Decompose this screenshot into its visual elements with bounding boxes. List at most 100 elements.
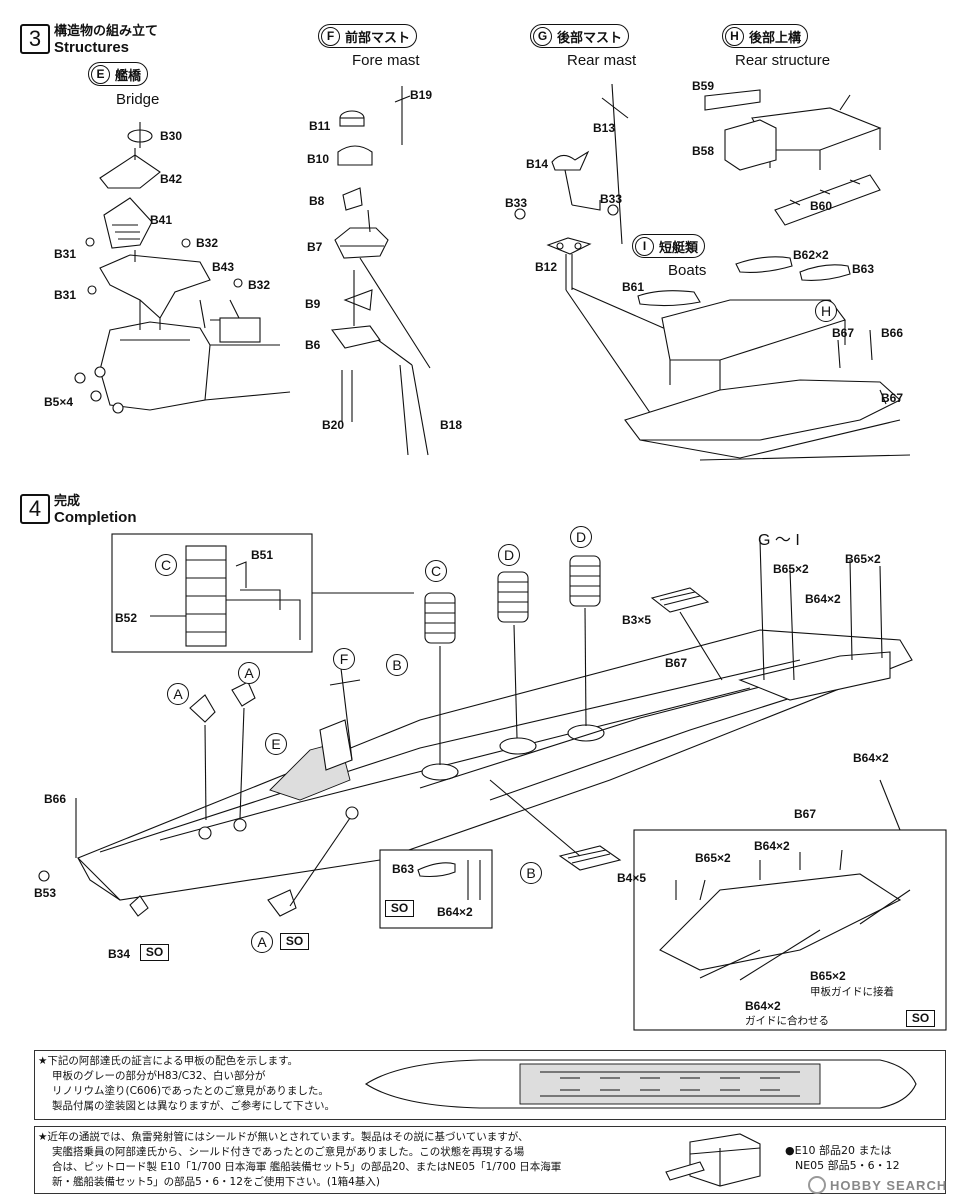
rear-mast-tag: G 後部マスト [530,24,630,48]
stern-detail-inset-drawing [633,779,947,1031]
part-label: B67 [832,326,855,340]
part-label: B61 [622,280,645,294]
letter-b-circle: B [386,654,408,676]
part-label: B41 [150,213,173,227]
part-label: B8 [309,194,325,208]
rear-mast-letter: G [533,26,552,46]
note-box-torpedo-shield [34,1126,946,1194]
part-label: B42 [160,172,183,186]
part-label: B13 [593,121,616,135]
fore-mast-letter: F [321,26,340,46]
part-label: B10 [307,152,330,166]
part-label: B18 [440,418,463,432]
deck-parts-drawing [489,587,723,871]
part-label: B63 [852,262,875,276]
ref-h-circle: H [815,300,837,322]
part-label: B65×2 [695,851,731,865]
hobby-search-logo-icon [808,1176,826,1194]
rear-mast-caption: Rear mast [567,52,637,69]
part-label: B3×5 [622,613,652,627]
part-label: B67 [665,656,688,670]
letter-d-circle: D [570,526,592,548]
part-label: B53 [34,886,57,900]
letter-a-circle: A [251,931,273,953]
note1-line: 甲板のグレーの部分がH83/C32、白い部分が [52,1070,266,1082]
part-label: B20 [322,418,345,432]
note1-line: 製品付属の塗装図とは異なりますが、ご参考にして下さい。 [52,1100,335,1112]
rear-mast-drawing [514,83,669,421]
step4-title-en: Completion [54,509,137,526]
inset-note-deck-guide: 甲板ガイドに接着 [810,986,894,998]
part-label: B30 [160,129,183,143]
step3-number: 3 [20,24,50,54]
step3-title-jp: 構造物の組み立て [54,24,159,39]
part-label: B31 [54,288,77,302]
bow-parts-drawing [38,798,149,917]
part-label: B63 [392,862,415,876]
letter-c-circle: C [425,560,447,582]
part-label: B66 [44,792,67,806]
gun-turrets-drawing [189,681,351,917]
watermark-text: HOBBY SEARCH [830,1177,948,1193]
part-label: B64×2 [853,751,889,765]
part-label: B14 [526,157,549,171]
boats-tag: I 短艇類 [632,234,706,258]
fore-mast-caption: Fore mast [352,52,420,69]
letter-a-circle: A [167,683,189,705]
part-label: B33 [600,192,623,206]
rear-structure-caption: Rear structure [735,52,831,69]
so-badge: SO [140,944,169,961]
part-label: B5×4 [44,395,74,409]
part-label: B7 [307,240,323,254]
boats-drawing [624,256,911,461]
rear-structure-tag: H 後部上構 [722,24,809,48]
inset-note-guide-fit: ガイドに合わせる [745,1015,829,1027]
side-note-line: ●E10 部品20 または [785,1144,892,1157]
bridge-subassembly-tag: E 艦橋 [88,62,149,86]
note1-line: リノリウム塗り(C606)であったとのご意見がありました。 [52,1085,329,1097]
part-label: B64×2 [754,839,790,853]
part-label: B34 [108,947,131,961]
part-label: B64×2 [745,999,781,1013]
note2-line: ★近年の通説では、魚雷発射管にはシールドが無いとされています。製品はその説に基づ… [38,1131,529,1143]
rear-mast-jp: 後部マスト [557,30,623,46]
main-ship-drawing [77,539,913,901]
part-label: B65×2 [845,552,881,566]
so-badge: SO [385,900,414,917]
letter-e-circle: E [265,733,287,755]
fore-mast-drawing [330,86,431,456]
side-note-line: NE05 部品5・6・12 [795,1159,900,1172]
part-label: B66 [881,326,904,340]
boats-jp: 短艇類 [659,240,699,256]
bridge-drawing [74,122,291,414]
range-g-i-label: G ～ I [758,532,800,549]
funnels-drawing [424,555,601,765]
part-label: B52 [115,611,138,625]
so-badge: SO [280,933,309,950]
part-label: B32 [248,278,271,292]
part-label: B33 [505,196,528,210]
note-box-deck-color [34,1050,946,1120]
part-label: B58 [692,144,715,158]
note1-line: ★下記の阿部達氏の証言による甲板の配色を示します。 [38,1055,299,1067]
part-label: B43 [212,260,235,274]
part-label: B9 [305,297,321,311]
note2-line: 実艦搭乗員の阿部達氏から、シールド付きであったとのご意見がありました。この状態を… [52,1146,525,1158]
part-label: B19 [410,88,433,102]
step4-title-jp: 完成 [54,494,81,509]
part-label: B11 [309,119,331,133]
watermark: HOBBY SEARCH [808,1176,947,1194]
letter-b-circle: B [520,862,542,884]
part-label: B6 [305,338,321,352]
part-label: B62×2 [793,248,829,262]
part-label: B59 [692,79,715,93]
step3-title-en: Structures [54,39,130,56]
part-label: B67 [881,391,904,405]
bridge-jp: 艦橋 [115,68,142,84]
part-label: B32 [196,236,219,250]
rear-structure-drawing [704,89,882,226]
rear-structure-jp: 後部上構 [749,30,802,46]
letter-f-circle: F [333,648,355,670]
letter-c-inset-circle: C [155,554,177,576]
